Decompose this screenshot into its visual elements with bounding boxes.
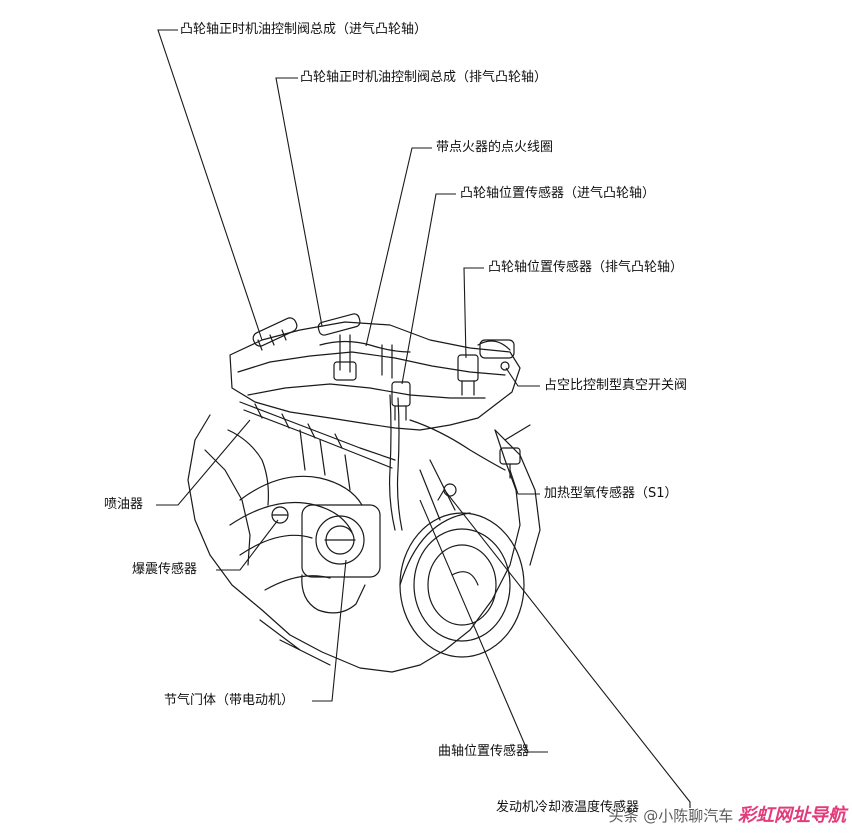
exhaust-cam-sensor-drawing: [457, 340, 511, 396]
label-exhaust-cam-sensor: 凸轮轴位置传感器（排气凸轮轴）: [488, 260, 684, 275]
label-injector: 喷油器: [104, 497, 144, 512]
fuel-rail: [239, 401, 396, 461]
label-o2-sensor: 加热型氧传感器（S1）: [544, 486, 678, 501]
leader-ignition-coil: [365, 147, 432, 347]
leader-exhaust-cam-sensor: [463, 267, 484, 359]
engine-block-outline: [187, 414, 521, 673]
leader-o2-sensor: [509, 469, 540, 495]
ocv-exhaust-drawing: [317, 313, 361, 336]
crank-pulley-drawing: [399, 512, 525, 658]
watermark-site: 彩虹网址导航: [738, 805, 846, 826]
leader-intake-ocv: [157, 29, 263, 341]
label-exhaust-ocv: 凸轮轴正时机油控制阀总成（排气凸轮轴）: [300, 70, 548, 85]
leader-injector: [156, 419, 251, 506]
leader-exhaust-ocv: [275, 77, 323, 327]
label-intake-ocv: 凸轮轴正时机油控制阀总成（进气凸轮轴）: [180, 22, 428, 37]
intake-manifold: [239, 475, 363, 506]
label-crank-sensor: 曲轴位置传感器: [438, 744, 530, 759]
knock-sensor-drawing: [271, 506, 289, 524]
vsv-drawing: [479, 339, 515, 371]
leader-throttle-body: [312, 559, 347, 702]
label-throttle-body: 节气门体（带电动机）: [164, 693, 295, 708]
label-vsv: 占空比控制型真空开关阀: [544, 378, 688, 393]
intake-cam-sensor-drawing: [391, 381, 411, 421]
ect-sensor-drawing: [437, 483, 457, 501]
leader-crank-sensor: [419, 499, 548, 753]
leader-vsv: [505, 367, 540, 387]
leader-ect-sensor: [445, 491, 691, 808]
ocv-intake-drawing: [252, 317, 298, 351]
label-knock-sensor: 爆震传感器: [132, 562, 198, 577]
leader-intake-cam-sensor: [401, 193, 456, 385]
watermark: 头条 @小陈聊汽车 彩虹网址导航: [608, 801, 846, 827]
label-ect-sensor: 发动机冷却液温度传感器: [496, 800, 640, 815]
wire-harness: [388, 394, 396, 531]
watermark-author: 头条 @小陈聊汽车: [608, 807, 734, 825]
label-ignition-coil: 带点火器的点火线圈: [436, 140, 554, 155]
label-intake-cam-sensor: 凸轮轴位置传感器（进气凸轮轴）: [460, 186, 656, 201]
cam-cover-outline: [229, 321, 521, 431]
ignition-coil-drawing: [333, 334, 393, 381]
leader-knock-sensor: [216, 519, 279, 571]
throttle-body-drawing: [301, 504, 381, 614]
